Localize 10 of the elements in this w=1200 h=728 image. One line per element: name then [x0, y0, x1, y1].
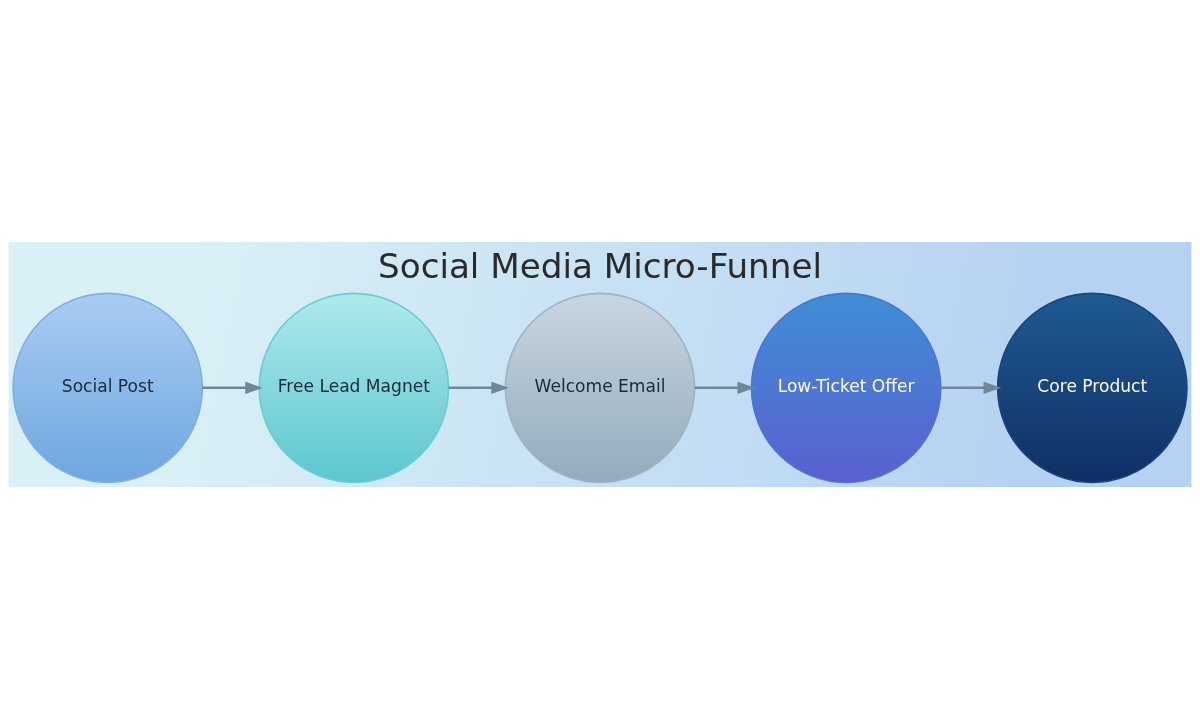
node-circle: Welcome Email [504, 291, 696, 483]
node-circle: Core Product [996, 291, 1188, 483]
node-circle: Low-Ticket Offer [750, 291, 942, 483]
diagram-title: Social Media Micro-Funnel [378, 245, 822, 286]
arrow [694, 381, 756, 394]
arrow [448, 381, 509, 394]
node-circle: Free Lead Magnet [258, 291, 450, 483]
arrow [202, 381, 263, 394]
arrow [940, 381, 1002, 394]
node-circle: Social Post [12, 291, 204, 483]
